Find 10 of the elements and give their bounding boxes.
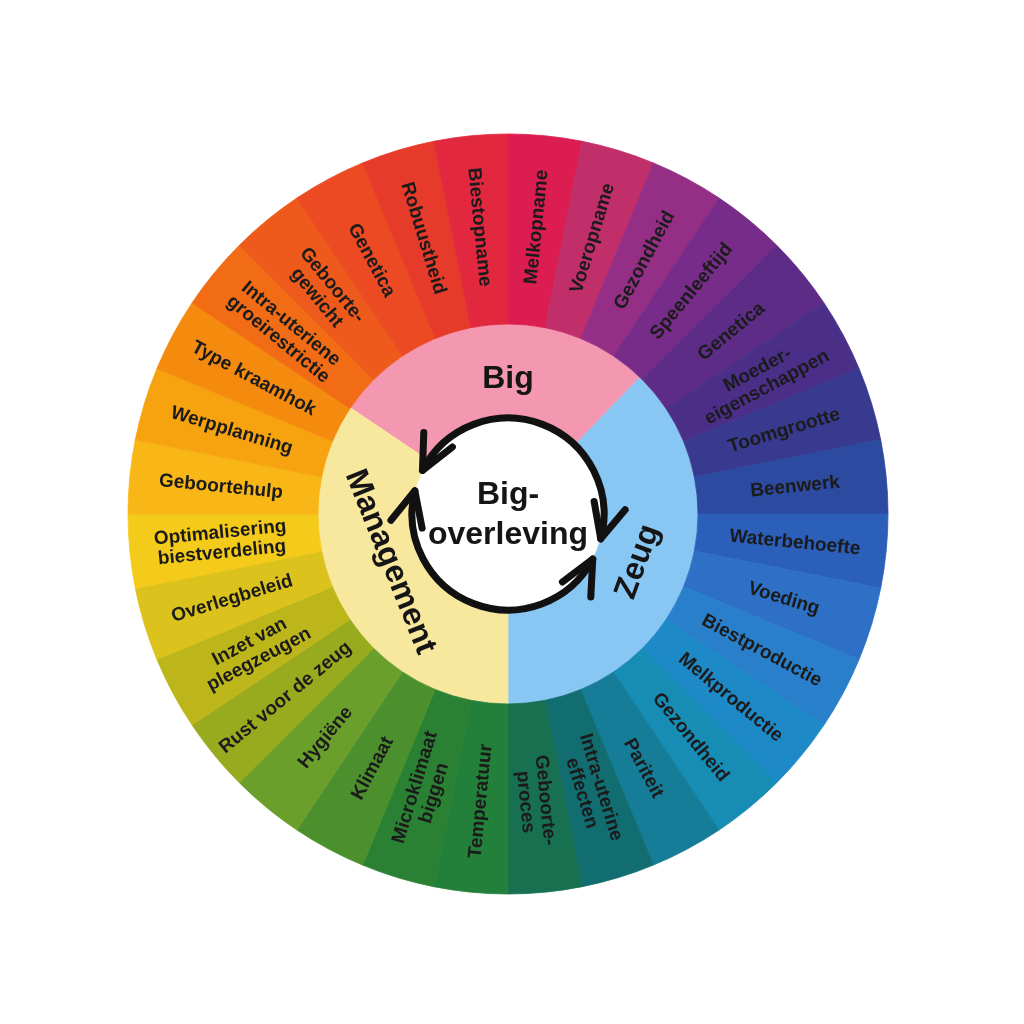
segment-label: Optimalisering biestverdeling (153, 514, 288, 569)
segment-label: Melkopname (519, 169, 552, 286)
segment-label: Waterbehoefte (728, 524, 861, 559)
segment-label: Beenwerk (748, 470, 841, 501)
segment-label: Geboortehulp (158, 468, 285, 502)
segment-label: Biestopname (463, 166, 497, 288)
segment-label: Temperatuur (463, 742, 496, 859)
sector-label: Big (482, 359, 534, 395)
sector-label: Zeug (605, 518, 666, 603)
segment-label: Geboorte-proces (513, 753, 562, 846)
